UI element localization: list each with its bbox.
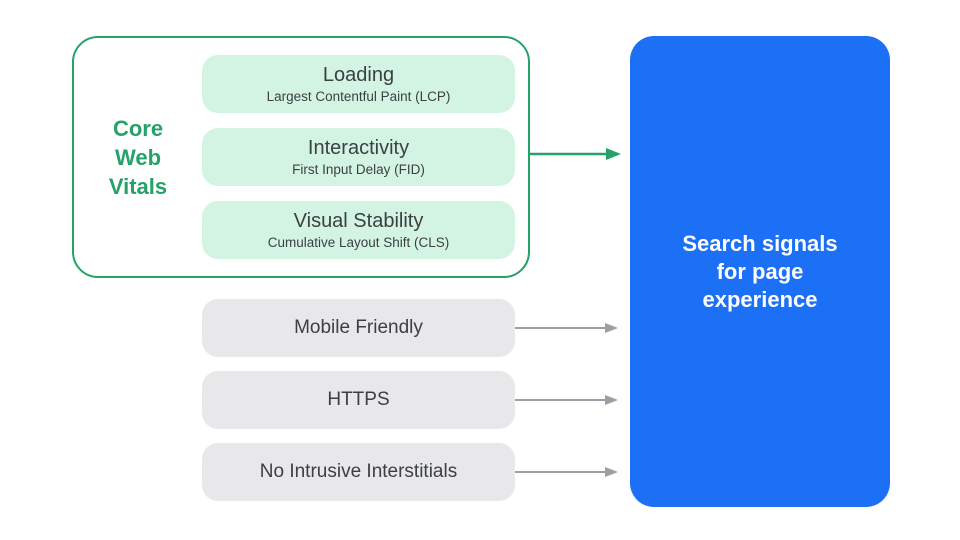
cwv-pill-interactivity-title: Interactivity — [307, 137, 410, 159]
search-signals-box: Search signals for page experience — [630, 36, 890, 507]
cwv-pill-interactivity: Interactivity First Input Delay (FID) — [202, 128, 515, 186]
cwv-pill-loading-title: Loading — [322, 64, 395, 86]
cwv-pill-interactivity-subtitle: First Input Delay (FID) — [292, 162, 425, 177]
arrow-https-icon — [515, 395, 618, 405]
cwv-pill-loading: Loading Largest Contentful Paint (LCP) — [202, 55, 515, 113]
cwv-pill-loading-subtitle: Largest Contentful Paint (LCP) — [266, 89, 451, 104]
search-signals-label-line2: for page — [716, 258, 804, 284]
signal-pill-https: HTTPS — [202, 371, 515, 429]
cwv-pill-visual-stability: Visual Stability Cumulative Layout Shift… — [202, 201, 515, 259]
core-web-vitals-group: Core Web Vitals Loading Largest Contentf… — [72, 36, 530, 278]
core-web-vitals-pill-list: Loading Largest Contentful Paint (LCP) I… — [202, 55, 515, 259]
cwv-pill-visual-stability-title: Visual Stability — [293, 210, 424, 232]
arrow-core-web-vitals-icon — [530, 148, 621, 160]
core-web-vitals-label-text: Core Web Vitals — [108, 115, 168, 199]
signal-pill-mobile-friendly-label: Mobile Friendly — [294, 317, 423, 338]
search-signals-label-line1: Search signals — [682, 230, 838, 256]
cwv-pill-visual-stability-subtitle: Cumulative Layout Shift (CLS) — [267, 235, 450, 250]
search-signals-label-line3: experience — [702, 286, 818, 312]
signal-pill-https-label: HTTPS — [327, 389, 390, 410]
core-web-vitals-label: Core Web Vitals — [74, 114, 202, 201]
signal-pill-mobile-friendly: Mobile Friendly — [202, 299, 515, 357]
arrow-no-intrusive-interstitials-icon — [515, 467, 618, 477]
search-signals-label: Search signals for page experience — [682, 230, 837, 314]
arrow-mobile-friendly-icon — [515, 323, 618, 333]
signal-pill-no-intrusive-interstitials: No Intrusive Interstitials — [202, 443, 515, 501]
signal-pill-no-intrusive-interstitials-label: No Intrusive Interstitials — [259, 461, 458, 482]
